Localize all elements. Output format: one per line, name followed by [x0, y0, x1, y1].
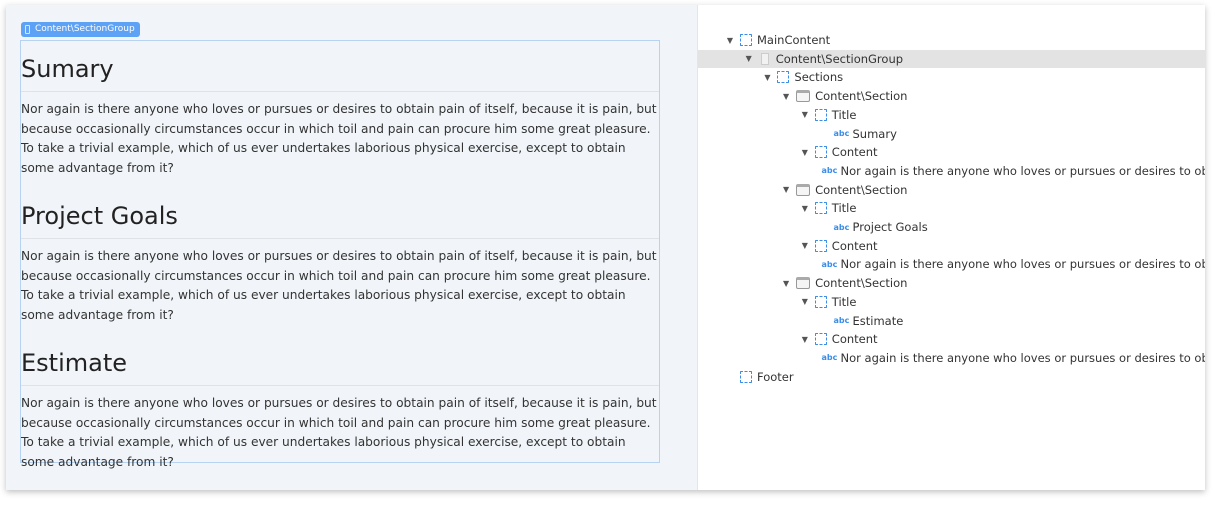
text-icon: abc [821, 166, 838, 176]
tree-item[interactable]: ▼ Sections [698, 68, 1205, 86]
tree-item-label: Content\SectionGroup [775, 51, 904, 66]
expand-toggle-icon[interactable]: ▼ [764, 72, 771, 82]
expand-toggle-icon[interactable]: ▼ [783, 91, 790, 101]
tree-item-label: Footer [757, 369, 794, 384]
tree-item-label: Content [831, 332, 878, 347]
section-title[interactable]: Sumary [21, 41, 659, 92]
tree-item[interactable]: ▼ Content\Section [698, 274, 1205, 292]
tree-item-label: Content [831, 238, 878, 253]
text-icon: abc [833, 222, 850, 232]
bracket-icon [814, 202, 827, 215]
tree-item-label: Content [831, 145, 878, 160]
text-icon: abc [833, 316, 850, 325]
tree-item-label: Content\Section [815, 89, 908, 104]
tree-item-label: Project Goals [852, 220, 928, 234]
bracket-icon [814, 239, 827, 252]
tree-item[interactable]: ▼ Title [698, 199, 1205, 217]
section-group-badge[interactable]: Content\SectionGroup [21, 22, 140, 37]
tree-item[interactable]: ▼ Content [698, 330, 1205, 348]
bracket-icon [777, 71, 790, 84]
section-title[interactable]: Project Goals [21, 188, 659, 239]
section-group-icon [25, 25, 30, 34]
text-icon: abc [821, 353, 838, 363]
bracket-icon [740, 34, 752, 46]
expand-toggle-icon[interactable]: ▼ [801, 241, 808, 251]
tree-item-label: Nor again is there anyone who loves or p… [840, 163, 1206, 178]
tree-item-label: Content\Section [815, 182, 908, 197]
expand-toggle-icon[interactable]: ▼ [783, 185, 790, 195]
bracket-icon [814, 295, 827, 308]
tree-item-label: Sections [794, 70, 844, 85]
tree-item[interactable]: ▼ Content\SectionGroup [698, 49, 1205, 68]
badge-label: Content\SectionGroup [35, 24, 135, 34]
expand-toggle-icon[interactable]: ▼ [801, 334, 808, 344]
tree-item[interactable]: ▼ Title [698, 293, 1205, 311]
expand-toggle-icon[interactable]: ▼ [726, 35, 734, 45]
tree-item[interactable]: ▼ MainContent [698, 31, 1205, 49]
section-content[interactable]: Nor again is there anyone who loves or p… [21, 396, 657, 469]
group-icon [760, 52, 769, 65]
tree-item-label: Title [831, 107, 857, 122]
tree-item[interactable]: Footer [698, 368, 1205, 386]
tree-item-label: Title [831, 201, 857, 216]
expand-toggle-icon[interactable]: ▼ [801, 297, 808, 307]
expand-toggle-icon[interactable]: ▼ [745, 54, 752, 64]
tree-item-label: Nor again is there anyone who loves or p… [840, 350, 1206, 365]
section-icon [796, 183, 811, 196]
tree-item-label: Nor again is there anyone who loves or p… [840, 257, 1206, 272]
section-title[interactable]: Estimate [21, 335, 659, 386]
expand-toggle-icon[interactable]: ▼ [801, 147, 808, 157]
tree-item-label: MainContent [757, 33, 831, 47]
expand-toggle-icon[interactable]: ▼ [801, 203, 808, 213]
tree-item[interactable]: ▼ Content [698, 237, 1205, 255]
tree-item-label: Content\Section [815, 276, 908, 291]
tree-item-label: Sumary [852, 126, 897, 141]
expand-toggle-icon[interactable]: ▼ [783, 278, 790, 288]
tree-item[interactable]: ▼ Content [698, 143, 1205, 161]
tree-item[interactable]: ▼ Content\Section [698, 87, 1205, 105]
text-icon: abc [821, 259, 838, 269]
text-icon: abc [833, 129, 850, 138]
bracket-icon [814, 108, 827, 121]
section-icon [796, 90, 811, 103]
section-icon [796, 277, 811, 290]
structure-tree: ▼ MainContent ▼ Content\SectionGroup ▼ Sectio… [698, 5, 1205, 490]
bracket-icon [740, 370, 752, 383]
section-content[interactable]: Nor again is there anyone who loves or p… [21, 102, 657, 175]
section-content[interactable]: Nor again is there anyone who loves or p… [21, 249, 657, 322]
bracket-icon [814, 146, 827, 159]
tree-item-label: Estimate [852, 313, 904, 328]
expand-toggle-icon[interactable]: ▼ [801, 110, 808, 120]
bracket-icon [814, 333, 827, 346]
tree-item-label: Title [831, 294, 857, 309]
tree-item[interactable]: ▼ Content\Section [698, 181, 1205, 199]
tree-item[interactable]: ▼ Title [698, 106, 1205, 124]
